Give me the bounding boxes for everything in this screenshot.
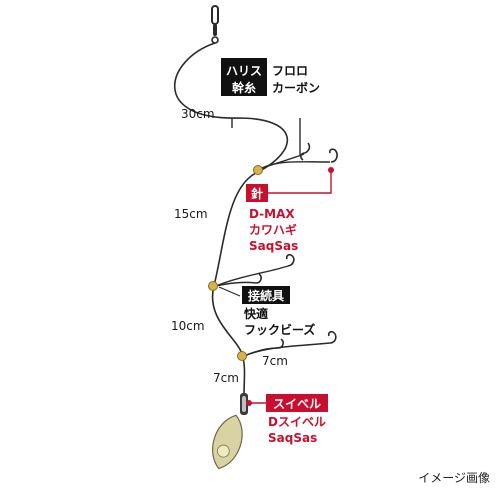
harisu-value-line1: フロロ bbox=[272, 64, 308, 78]
length-mid1: 15cm bbox=[174, 207, 208, 221]
bead-lower bbox=[237, 351, 247, 361]
connector-line1: 快適 bbox=[244, 306, 268, 321]
swivel-icon bbox=[240, 393, 248, 415]
lower-branch-line-2 bbox=[243, 347, 279, 357]
lower-hooks-icon bbox=[277, 330, 337, 349]
swivel-pointer bbox=[246, 400, 266, 406]
swivel-line1: Dスイベル bbox=[268, 415, 326, 429]
upper-loop bbox=[231, 118, 301, 155]
hook-line1: D-MAX bbox=[249, 207, 295, 221]
image-note: イメージ画像 bbox=[418, 471, 490, 485]
swivel-line2: SaqSas bbox=[268, 431, 317, 445]
length-bottom: 7cm bbox=[213, 371, 239, 385]
middle-branch-line bbox=[215, 265, 289, 287]
bead-upper bbox=[253, 165, 263, 175]
connector-pointer bbox=[218, 286, 241, 297]
hook-tag-text: 針 bbox=[251, 186, 263, 201]
hook-tag: 針 bbox=[246, 184, 268, 202]
hook-line3: SaqSas bbox=[249, 239, 298, 253]
hook-pointer bbox=[262, 167, 334, 194]
length-branch-lower: 7cm bbox=[262, 354, 288, 368]
connector-tag: 接続具 bbox=[242, 286, 290, 304]
bead-middle bbox=[208, 281, 218, 291]
middle-branch-line-2 bbox=[215, 281, 257, 287]
top-snap-swivel bbox=[211, 5, 219, 44]
harisu-tag-line2: 幹糸 bbox=[232, 80, 256, 95]
harisu-tag: ハリス 幹糸 bbox=[221, 58, 267, 96]
upper-branch-line-2 bbox=[261, 153, 305, 169]
length-top: 30cm bbox=[181, 107, 215, 121]
middle-hooks-icon bbox=[255, 253, 295, 284]
harisu-tag-line1: ハリス bbox=[226, 64, 262, 78]
connector-tag-text: 接続具 bbox=[248, 288, 284, 303]
length-mid2: 10cm bbox=[171, 319, 205, 333]
swivel-tag: スイベル bbox=[266, 394, 328, 412]
connector-line2: フックビーズ bbox=[244, 322, 315, 337]
harisu-value-line2: カーボン bbox=[272, 80, 320, 95]
hook-line2: カワハギ bbox=[249, 222, 297, 237]
swivel-tag-text: スイベル bbox=[273, 397, 321, 411]
sinker-icon bbox=[212, 414, 243, 470]
hook-icon bbox=[300, 142, 338, 163]
